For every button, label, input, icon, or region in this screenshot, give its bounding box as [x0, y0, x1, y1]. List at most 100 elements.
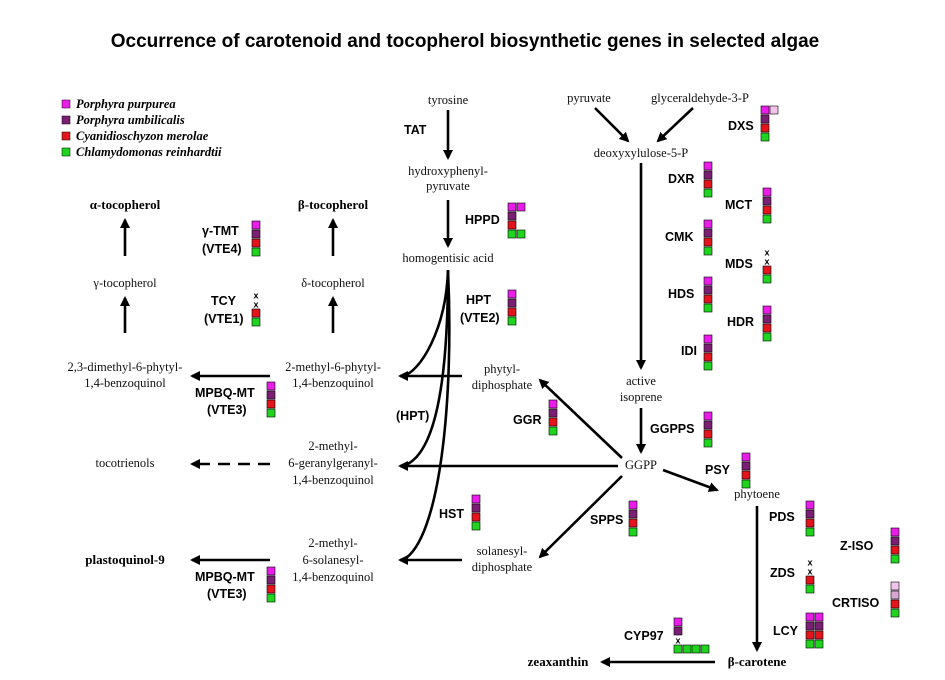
gene-absent-mark: x	[764, 248, 769, 258]
gene-present-square-spps	[628, 527, 638, 537]
gene-present-square-idi	[703, 352, 713, 362]
metabolite-pyruvate: pyruvate	[567, 91, 611, 105]
metabolite-solanesyl-pp-1: solanesyl-	[477, 544, 528, 558]
gene-present-square-mpbqmt1	[266, 390, 276, 400]
metabolite-zeaxanthin: zeaxanthin	[528, 654, 589, 669]
legend-chlamydomonas: Chlamydomonas reinhardtii	[76, 145, 222, 159]
gene-present-square-lcy	[814, 630, 824, 640]
gene-absent-mark: x	[807, 558, 812, 568]
metabolite-gamma-tocopherol: γ-tocopherol	[92, 276, 157, 290]
enzyme-gamma-tmt: γ-TMT	[202, 224, 239, 238]
enzyme-tcy: TCY	[211, 294, 237, 308]
gene-present-square-dxs	[760, 123, 770, 133]
gene-present-square-pds	[805, 527, 815, 537]
gene-present-square-psy	[741, 470, 751, 480]
gene-present-square-ziso	[890, 554, 900, 564]
enzyme-pds: PDS	[769, 510, 795, 524]
gene-present-square-cyp97	[691, 644, 701, 654]
gene-present-square-ggr	[548, 399, 558, 409]
gene-present-square-hppd	[507, 211, 517, 221]
gene-present-square-ziso	[890, 536, 900, 546]
gene-present-square-dxr	[703, 170, 713, 180]
gene-present-square-hst	[471, 494, 481, 504]
gene-absent-mark: x	[764, 257, 769, 267]
metabolite-g3p: glyceraldehyde-3-P	[651, 91, 749, 105]
metabolite-phytoene: phytoene	[734, 487, 780, 501]
enzyme-tat: TAT	[404, 123, 427, 137]
enzyme-mds: MDS	[725, 257, 753, 271]
gene-present-square-idi	[703, 343, 713, 353]
metabolite-mggbq-2: 6-geranylgeranyl-	[288, 456, 378, 470]
enzyme-hpt-paren: (HPT)	[396, 409, 429, 423]
enzyme-ggr: GGR	[513, 413, 541, 427]
metabolite-hpp-2: pyruvate	[426, 179, 470, 193]
gene-present-square-spps	[628, 500, 638, 510]
gene-present-square-spps	[628, 509, 638, 519]
gene-present-square-hdr	[762, 305, 772, 315]
enzyme-lcy: LCY	[773, 624, 799, 638]
gene-present-square-psy	[741, 461, 751, 471]
gene-present-square-ggpps	[703, 438, 713, 448]
gene-present-square-hdr	[762, 332, 772, 342]
enzyme-spps: SPPS	[590, 513, 623, 527]
enzyme-idi: IDI	[681, 344, 697, 358]
enzyme-vte3-2: (VTE3)	[207, 587, 247, 601]
gene-present-square-ggpps	[703, 429, 713, 439]
enzyme-ggpps: GGPPS	[650, 422, 694, 436]
gene-present-square-lcy	[814, 621, 824, 631]
enzyme-crtiso: CRTISO	[832, 596, 880, 610]
enzyme-vte1: (VTE1)	[204, 312, 244, 326]
metabolite-phytyl-pp-2: diphosphate	[472, 378, 533, 392]
gene-absent-mark: x	[253, 291, 258, 301]
gene-present-square-mpbqmt2	[266, 566, 276, 576]
metabolite-msbq-3: 1,4-benzoquinol	[292, 570, 374, 584]
gene-present-square-hds	[703, 294, 713, 304]
gene-present-square-dxr	[703, 188, 713, 198]
gene-present-square-lcy	[805, 612, 815, 622]
gene-absent-mark: x	[253, 300, 258, 310]
gene-present-square-cmk	[703, 237, 713, 247]
gene-present-square-hst	[471, 512, 481, 522]
enzyme-cyp97: CYP97	[624, 629, 664, 643]
gene-present-square-mpbqmt1	[266, 381, 276, 391]
enzyme-mct: MCT	[725, 198, 752, 212]
gene-present-square-ggr	[548, 426, 558, 436]
metabolite-mpbq-2: 1,4-benzoquinol	[292, 376, 374, 390]
enzyme-vte4: (VTE4)	[202, 242, 242, 256]
gene-present-square-mct	[762, 187, 772, 197]
gene-present-square-dxr	[703, 179, 713, 189]
gene-present-square-crtiso	[890, 599, 900, 609]
gene-present-square-hppd	[507, 202, 517, 212]
gene-present-square-ggr	[548, 417, 558, 427]
gene-present-square-hds	[703, 303, 713, 313]
gene-present-square-dxs	[760, 132, 770, 142]
gene-present-square-crtiso	[890, 608, 900, 618]
gene-present-square-dxs	[769, 105, 779, 115]
gene-absent-mark: x	[675, 636, 680, 646]
gene-present-square-psy	[741, 452, 751, 462]
enzyme-vte3-1: (VTE3)	[207, 403, 247, 417]
gene-present-square-lcy	[805, 639, 815, 649]
gene-present-square-tcy	[251, 308, 261, 318]
metabolite-plastoquinol-9: plastoquinol-9	[85, 552, 165, 567]
gene-present-square-cyp97	[673, 617, 683, 627]
metabolite-mpbq-1: 2-methyl-6-phytyl-	[285, 360, 381, 374]
gene-present-square-mct	[762, 205, 772, 215]
gene-present-square-pds	[805, 500, 815, 510]
gene-present-square-hppd	[516, 229, 526, 239]
gene-present-square-mpbqmt1	[266, 408, 276, 418]
enzyme-hst: HST	[439, 507, 464, 521]
metabolite-hpp-1: hydroxyphenyl-	[408, 164, 488, 178]
gene-present-square-lcy	[814, 639, 824, 649]
gene-present-square-ziso	[890, 545, 900, 555]
gene-present-square-cyp97	[700, 644, 710, 654]
gene-present-square-crtiso	[890, 581, 900, 591]
enzyme-cmk: CMK	[665, 230, 693, 244]
gene-absent-mark: x	[807, 567, 812, 577]
enzyme-dxs: DXS	[728, 119, 754, 133]
gene-present-square-gtmt	[251, 229, 261, 239]
gene-present-square-lcy	[805, 621, 815, 631]
enzyme-mpbq-mt-1: MPBQ-MT	[195, 386, 255, 400]
gene-present-square-pds	[805, 509, 815, 519]
